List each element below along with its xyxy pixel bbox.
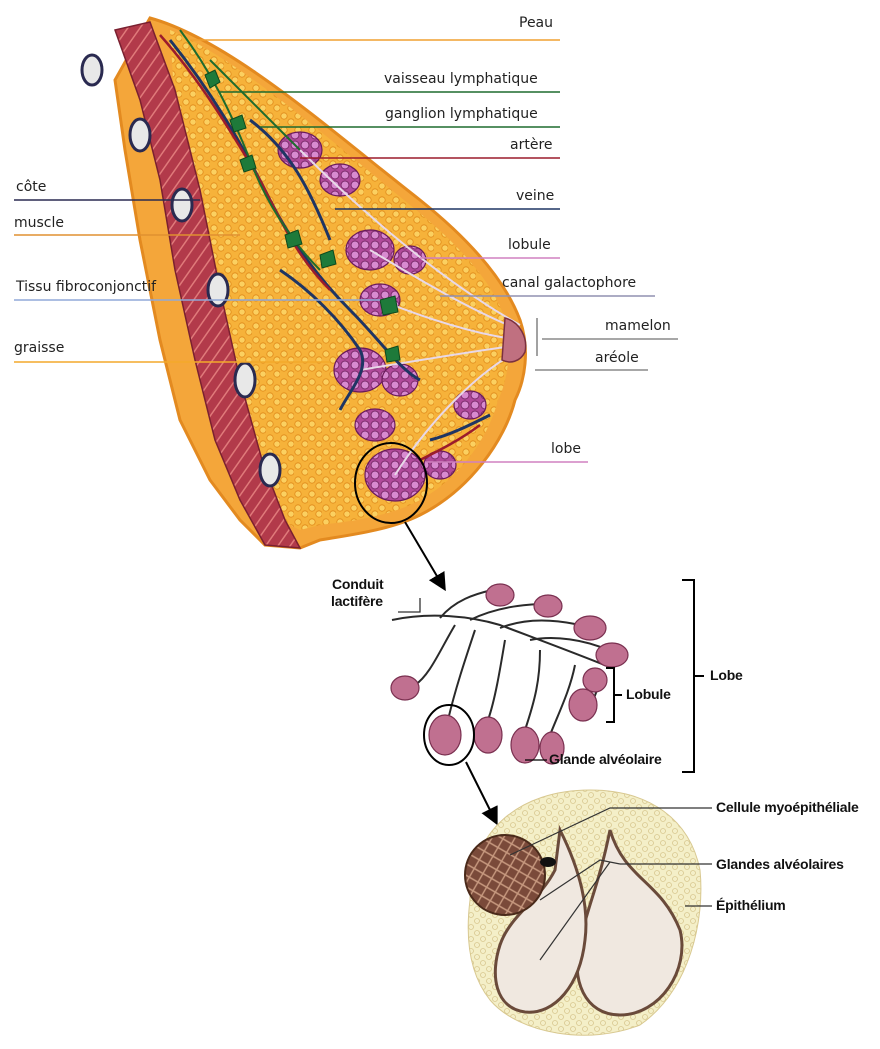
- label-conduit-line2: lactifère: [331, 594, 383, 609]
- label-lobule-detail: Lobule: [626, 687, 671, 702]
- label-artere: artère: [510, 138, 553, 152]
- myoepithelial-alveolus: [465, 835, 545, 915]
- conduit-leader: [398, 598, 420, 612]
- label-peau: Peau: [519, 16, 553, 30]
- label-canal-galactophore: canal galactophore: [502, 276, 636, 290]
- label-areole: aréole: [595, 351, 639, 365]
- label-cellule-myoepitheliale: Cellule myoépithéliale: [716, 800, 859, 815]
- label-muscle: muscle: [14, 216, 64, 230]
- label-vaisseau-lymphatique: vaisseau lymphatique: [384, 72, 538, 86]
- label-tissu-fibroconjonctif: Tissu fibroconjonctif: [16, 280, 156, 294]
- label-epithelium: Épithélium: [716, 898, 786, 913]
- label-veine: veine: [516, 189, 554, 203]
- label-lobe-detail: Lobe: [710, 668, 743, 683]
- label-mamelon: mamelon: [605, 319, 671, 333]
- arrow-to-lobe: [405, 522, 444, 588]
- alveolus-opening: [540, 857, 556, 867]
- lobule-bracket: [606, 668, 622, 722]
- lobe-detail: [391, 580, 704, 772]
- alveoli-detail: [465, 790, 712, 1035]
- label-glandes-alveolaires: Glandes alvéolaires: [716, 857, 844, 872]
- arrow-to-alveoli: [466, 762, 496, 822]
- lobe-bracket: [682, 580, 704, 772]
- label-ganglion-lymphatique: ganglion lymphatique: [385, 107, 538, 121]
- label-graisse: graisse: [14, 341, 64, 355]
- label-glande-alveolaire: Glande alvéolaire: [549, 752, 662, 767]
- label-cote: côte: [16, 180, 46, 194]
- label-lobule: lobule: [508, 238, 551, 252]
- label-lobe: lobe: [551, 442, 581, 456]
- label-conduit-line1: Conduit: [332, 577, 383, 592]
